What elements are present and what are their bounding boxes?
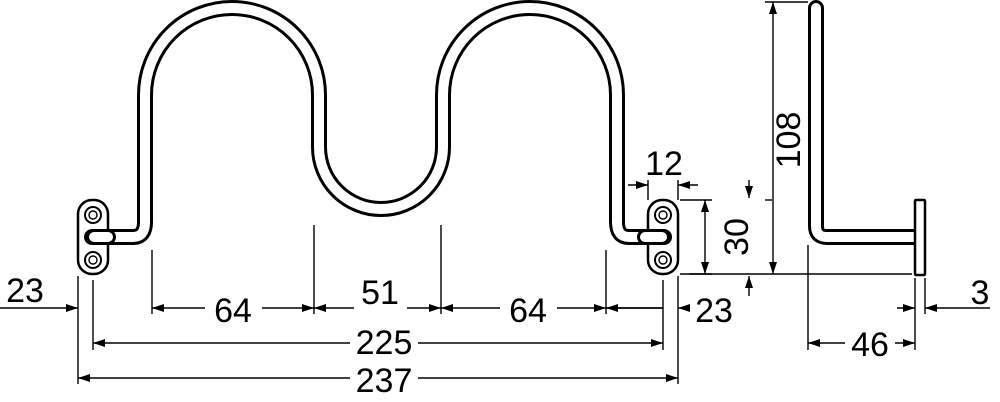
rail-side-view	[808, 0, 927, 277]
dim-flange-thickness: 3	[971, 274, 990, 312]
dimension-lines	[0, 2, 990, 382]
dim-overall-width: 237	[356, 362, 413, 400]
extension-lines	[77, 1, 926, 384]
dim-left-offset: 23	[6, 272, 44, 310]
dim-right-offset: 23	[695, 292, 733, 330]
dim-loop-right: 64	[509, 292, 547, 330]
dim-inner-span: 225	[356, 324, 413, 362]
dim-depth: 46	[851, 326, 889, 364]
dim-loop-left: 64	[214, 292, 252, 330]
dim-total-height: 108	[770, 112, 808, 169]
dim-plate-height: 30	[718, 218, 756, 256]
dim-loop-mid: 51	[361, 274, 399, 312]
dim-plate-width: 12	[645, 145, 683, 183]
dimension-labels: 23 64 51 64 23 225 237 12 30 108 46 3	[6, 112, 989, 400]
right-mounting-plate	[637, 198, 680, 276]
left-mounting-plate	[76, 198, 116, 276]
rail-tube-front-view	[84, 0, 671, 245]
